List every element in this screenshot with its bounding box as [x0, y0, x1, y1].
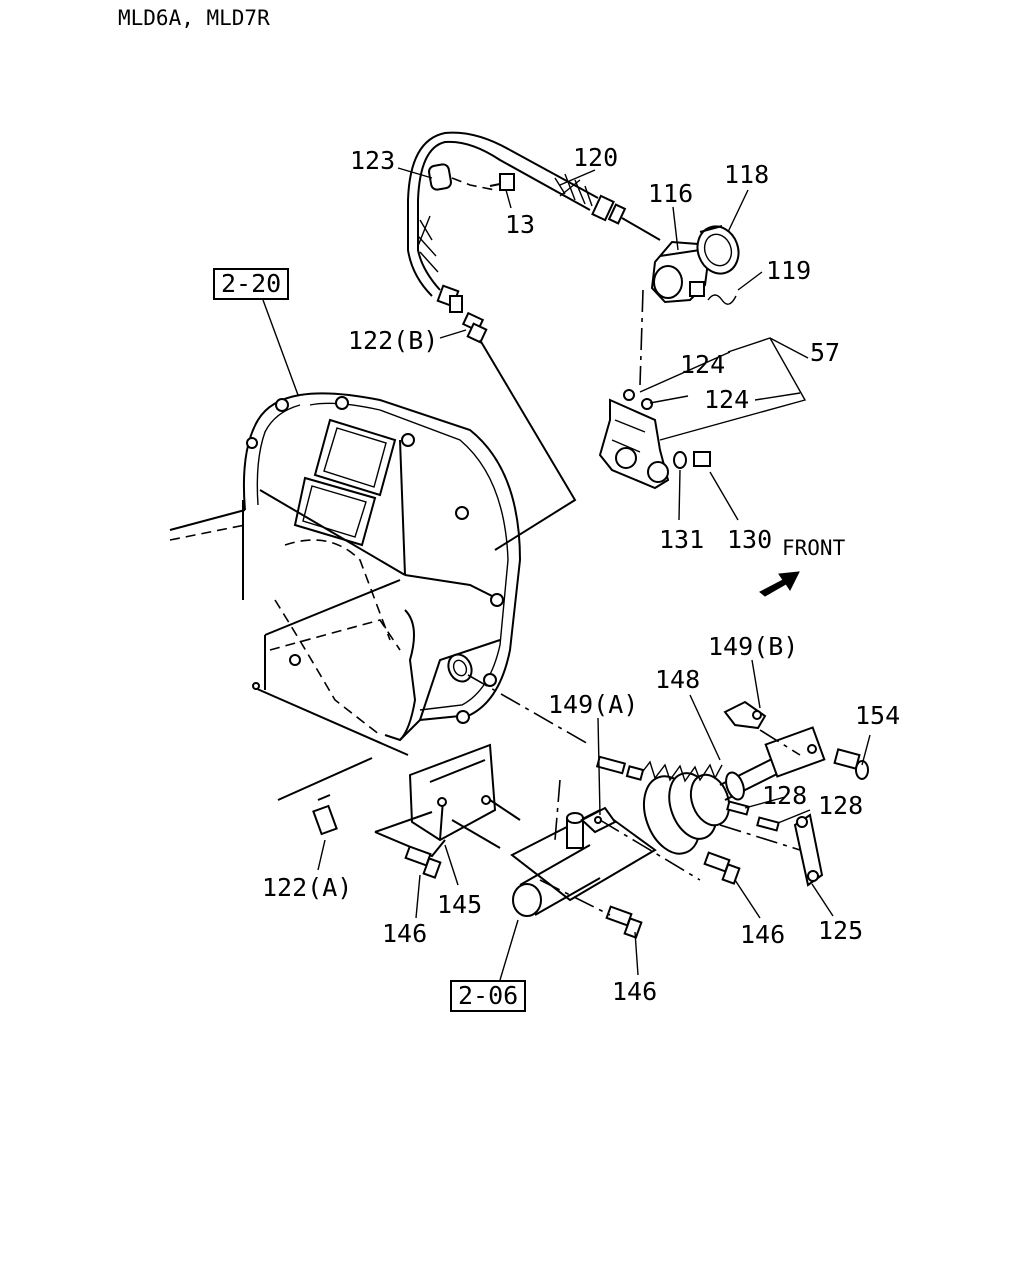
part-label-128-right[interactable]: 128	[818, 791, 864, 820]
part-label-119[interactable]: 119	[766, 256, 812, 285]
part-label-146-left[interactable]: 146	[382, 919, 428, 948]
part-label-116[interactable]: 116	[648, 179, 694, 208]
part-label-122b[interactable]: 122(B)	[348, 326, 439, 355]
leader-lines	[262, 167, 871, 981]
part-label-57[interactable]: 57	[810, 338, 841, 367]
clutch-hose-assembly	[407, 131, 661, 551]
release-bearing-group	[639, 225, 740, 386]
part-label-131[interactable]: 131	[659, 525, 705, 554]
part-label-145[interactable]: 145	[437, 890, 483, 919]
part-label-120[interactable]: 120	[573, 143, 619, 172]
model-header: MLD6A, MLD7R	[118, 6, 270, 30]
part-label-125[interactable]: 125	[818, 916, 864, 945]
front-direction-label: FRONT	[782, 536, 846, 560]
part-label-124-lower[interactable]: 124	[704, 385, 750, 414]
part-label-124-upper[interactable]: 124	[680, 350, 726, 379]
part-label-149b[interactable]: 149(B)	[708, 632, 799, 661]
part-label-146-right[interactable]: 146	[740, 920, 786, 949]
part-label-118[interactable]: 118	[724, 160, 770, 189]
part-label-128-left[interactable]: 128	[762, 781, 808, 810]
part-label-13[interactable]: 13	[505, 210, 536, 239]
ref-box-2-06[interactable]: 2-06	[450, 980, 527, 1012]
ref-box-2-20[interactable]: 2-20	[213, 268, 290, 300]
part-label-123[interactable]: 123	[350, 146, 396, 175]
clutch-housing	[169, 392, 522, 801]
part-label-149a[interactable]: 149(A)	[548, 690, 639, 719]
part-label-122a[interactable]: 122(A)	[262, 873, 353, 902]
master-cylinder-group	[312, 674, 869, 939]
part-label-148[interactable]: 148	[655, 665, 701, 694]
part-label-146-bottom[interactable]: 146	[612, 977, 658, 1006]
front-arrow-icon	[759, 571, 800, 597]
part-label-130[interactable]: 130	[727, 525, 773, 554]
release-fork-bracket	[598, 389, 711, 490]
part-label-154[interactable]: 154	[855, 701, 901, 730]
